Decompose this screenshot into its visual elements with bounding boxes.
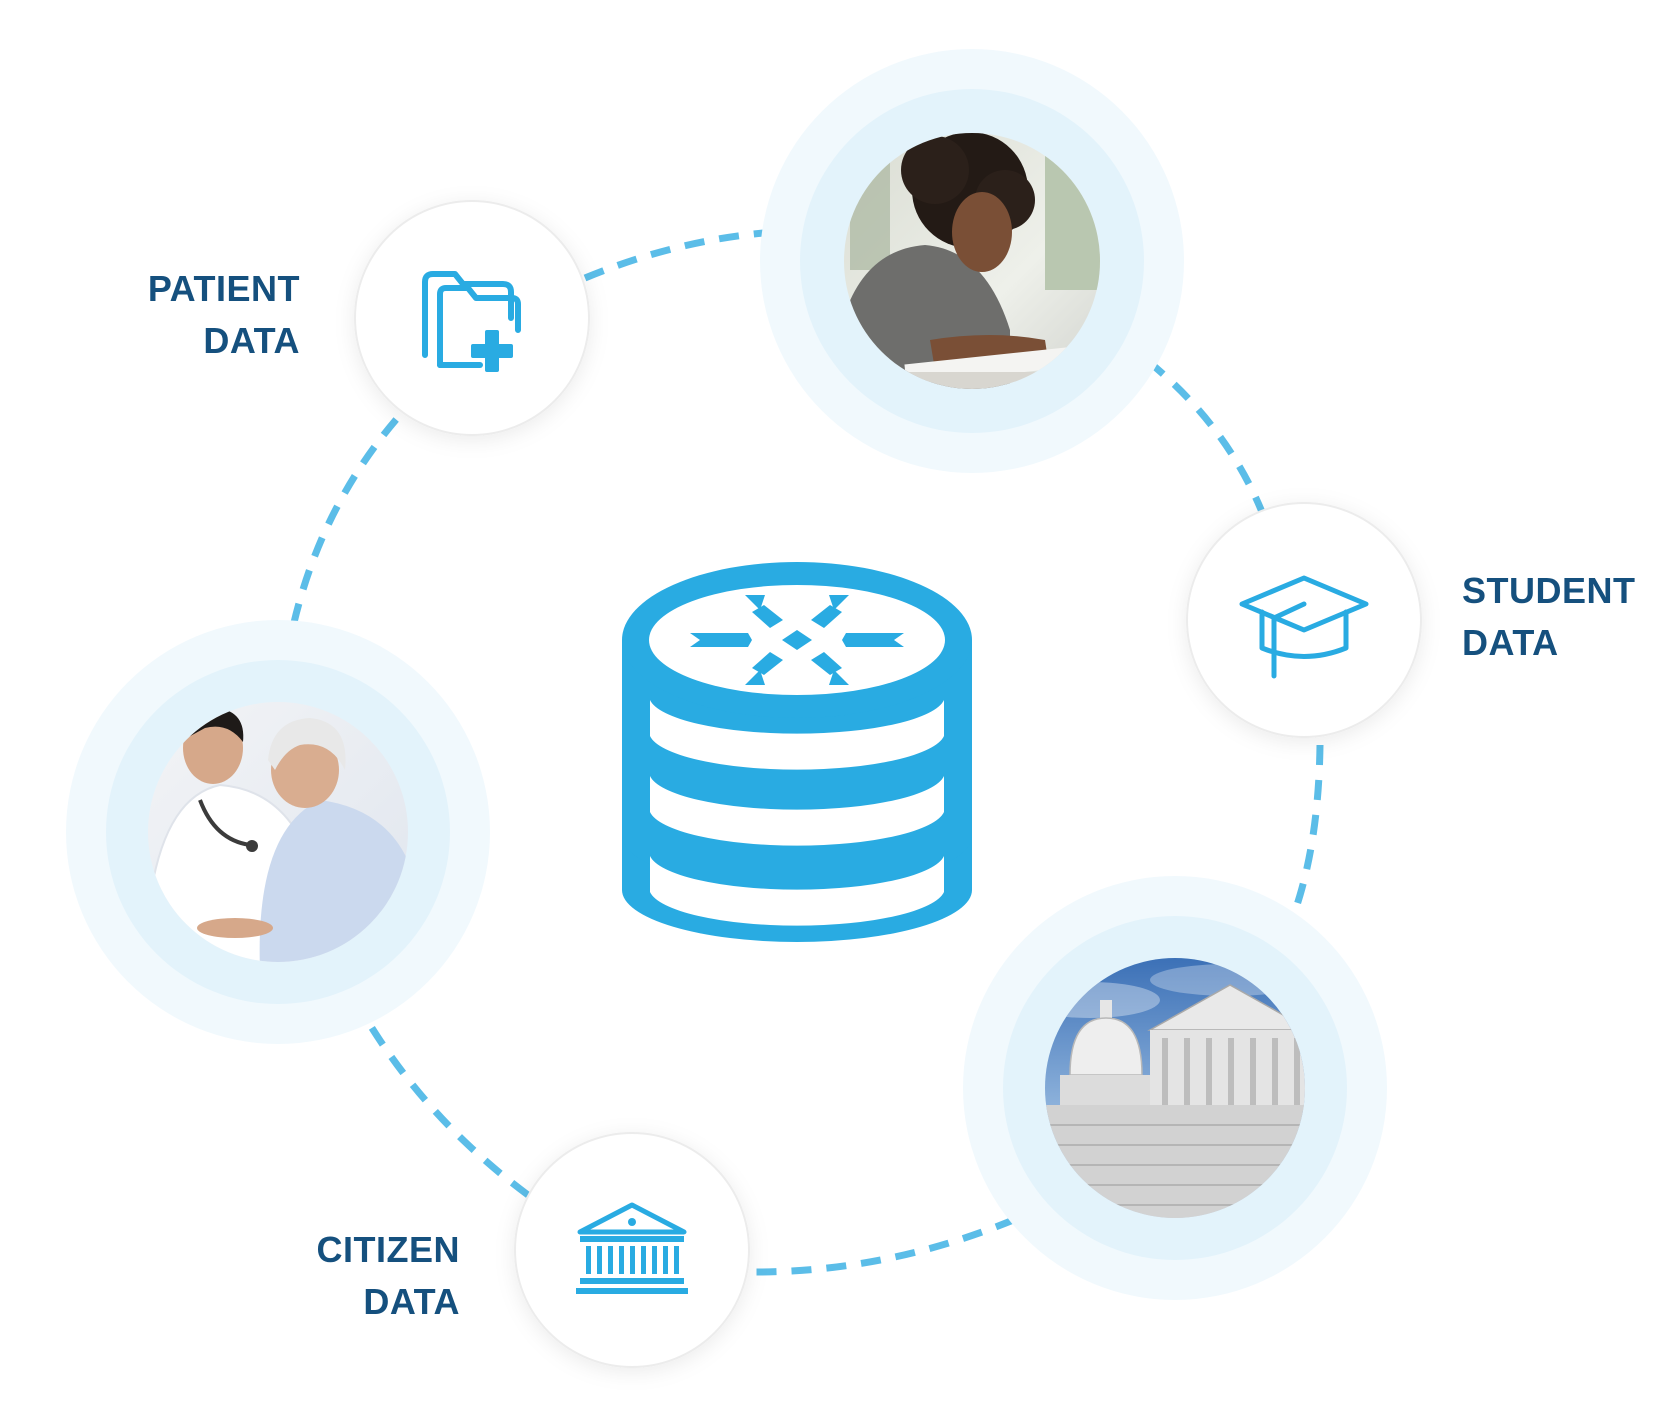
medical-folder-plus-icon <box>422 271 521 368</box>
citizen-label-line2: DATA <box>363 1281 460 1322</box>
medical-plus-icon <box>471 330 513 372</box>
student-data-node <box>1186 502 1422 738</box>
patient-label-line1: PATIENT <box>147 268 300 309</box>
student-label-line2: DATA <box>1462 622 1559 663</box>
doctor-patient-photo <box>148 702 408 962</box>
student-label-line1: STUDENT <box>1462 570 1636 611</box>
citizen-data-node <box>514 1132 750 1368</box>
patient-data-label: PATIENT DATA <box>120 263 300 367</box>
graduation-cap-icon <box>1239 575 1369 679</box>
citizen-photo-node <box>963 876 1387 1300</box>
snowflake-logo-icon <box>690 595 904 685</box>
government-building-icon <box>576 1202 688 1294</box>
citizen-data-label: CITIZEN DATA <box>280 1224 460 1328</box>
snowflake-database-icon <box>622 562 972 942</box>
capitol-building-photo <box>1045 958 1305 1218</box>
patient-data-node <box>354 200 590 436</box>
student-photo-node <box>760 49 1184 473</box>
patient-label-line2: DATA <box>203 320 300 361</box>
patient-photo-node <box>66 620 490 1044</box>
citizen-label-line1: CITIZEN <box>316 1229 460 1270</box>
connector-citizennode-patientphoto <box>331 958 531 1198</box>
student-data-label: STUDENT DATA <box>1462 565 1652 669</box>
connector-student-studentnode <box>1117 337 1266 514</box>
